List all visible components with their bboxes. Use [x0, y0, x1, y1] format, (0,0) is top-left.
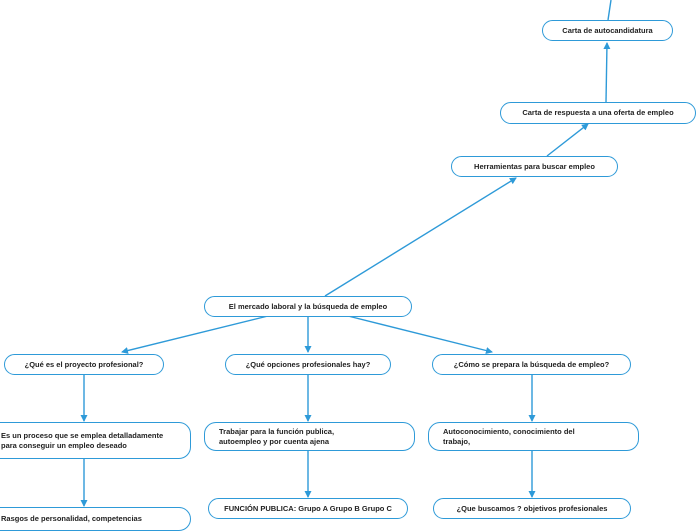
connector-layer	[80, 0, 612, 507]
connector-mercado-to-proyecto	[121, 315, 269, 354]
node-funcion-publica[interactable]: FUNCIÓN PUBLICA: Grupo A Grupo B Grupo C	[208, 498, 408, 519]
connector-respuesta-to-autocandidatura	[603, 42, 611, 103]
connector-herramientas-to-respuesta	[546, 123, 589, 157]
node-carta-respuesta[interactable]: Carta de respuesta a una oferta de emple…	[500, 102, 696, 124]
node-herramientas[interactable]: Herramientas para buscar empleo	[451, 156, 618, 177]
node-carta-autocandidatura[interactable]: Carta de autocandidatura	[542, 20, 673, 41]
connector-mercado-to-prepara	[347, 315, 493, 354]
node-es-un-proceso[interactable]: Es un proceso que se emplea detalladamen…	[0, 422, 191, 459]
node-rasgos-personalidad[interactable]: Rasgos de personalidad, competencias	[0, 507, 191, 531]
connector-top-offscreen	[607, 0, 612, 21]
node-prepara-busqueda[interactable]: ¿Cómo se prepara la búsqueda de empleo?	[432, 354, 631, 375]
node-proyecto-profesional[interactable]: ¿Qué es el proyecto profesional?	[4, 354, 164, 375]
node-mercado-laboral[interactable]: El mercado laboral y la búsqueda de empl…	[204, 296, 412, 317]
connector-mercado-to-herramientas	[324, 177, 517, 297]
node-trabajar-funcion[interactable]: Trabajar para la función publica, autoem…	[204, 422, 415, 451]
node-opciones-profesionales[interactable]: ¿Qué opciones profesionales hay?	[225, 354, 391, 375]
node-que-buscamos[interactable]: ¿Que buscamos ? objetivos profesionales	[433, 498, 631, 519]
node-autoconocimiento[interactable]: Autoconocimiento, conocimiento del traba…	[428, 422, 639, 451]
